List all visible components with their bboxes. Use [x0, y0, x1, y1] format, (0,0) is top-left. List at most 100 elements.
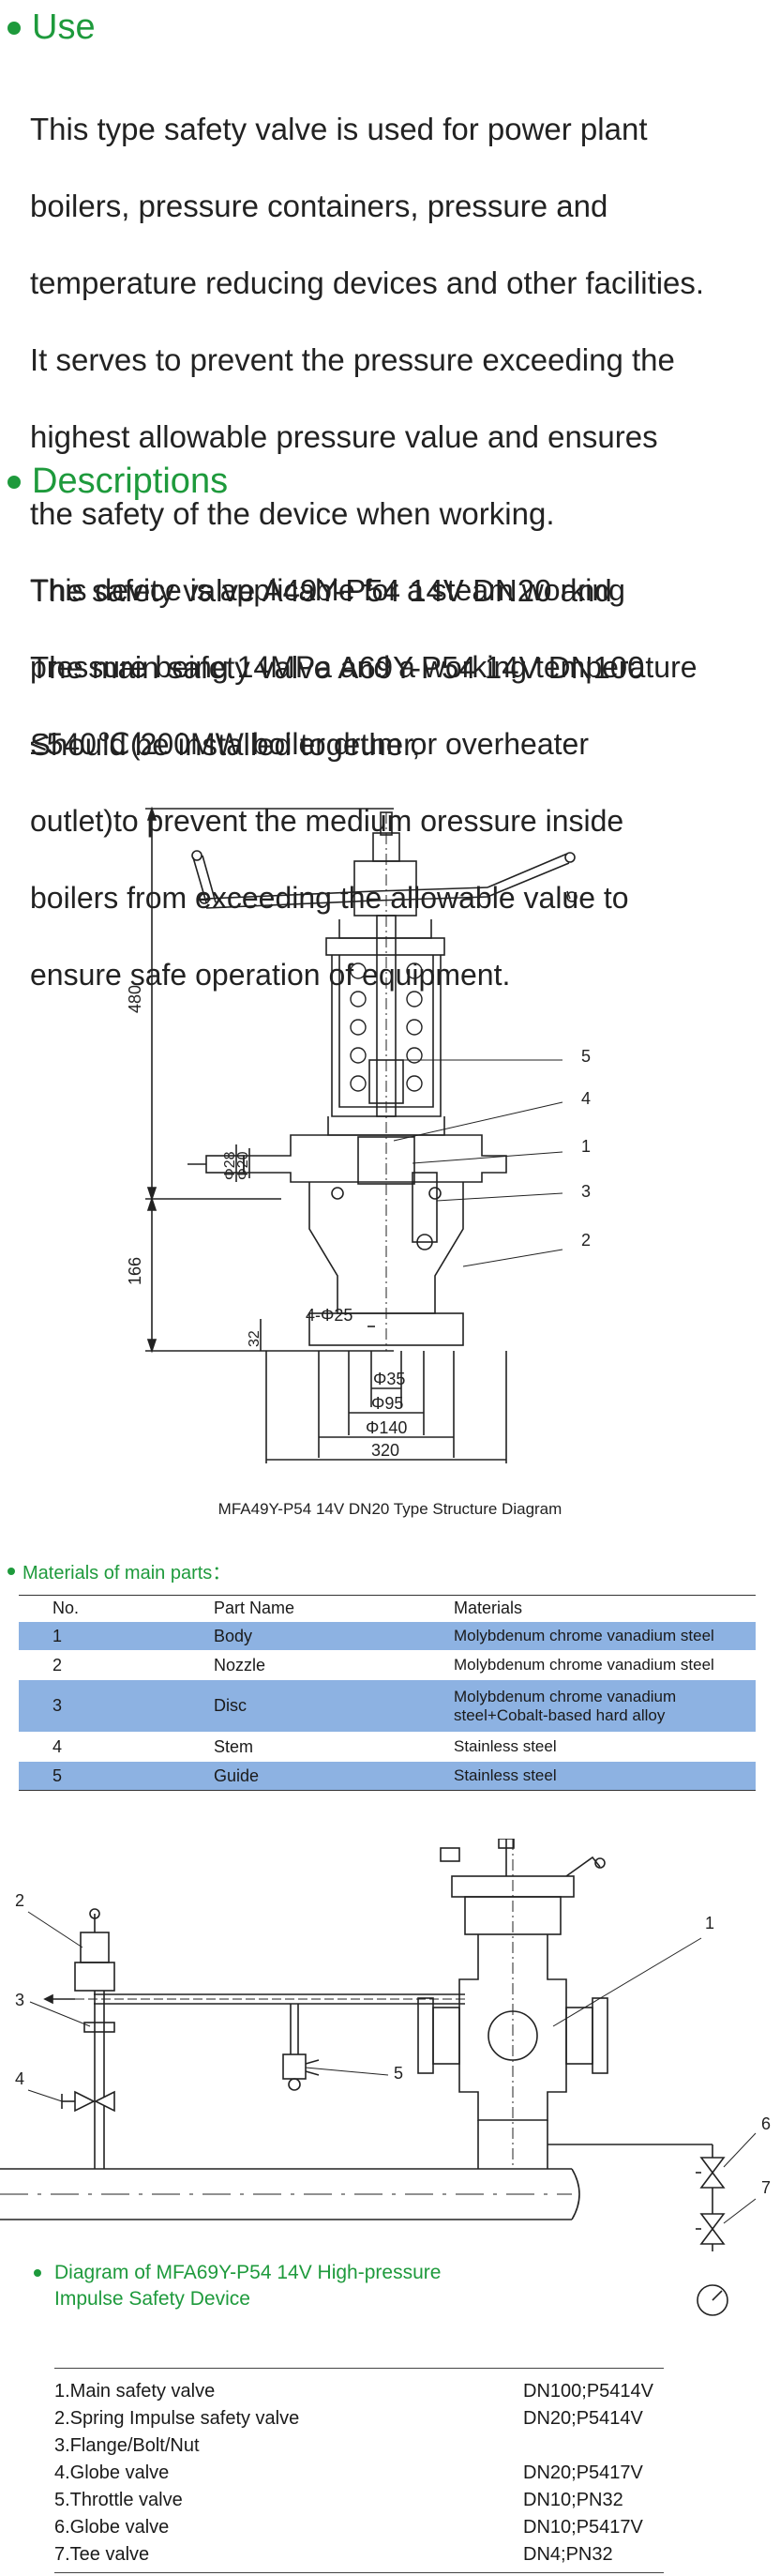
legend-item: 1.Main safety valve [54, 2381, 216, 2402]
cell-material: Molybdenum chrome vanadium steel [454, 1627, 714, 1644]
table-row: 5 Guide Stainless steel [19, 1761, 756, 1791]
use-paragraph: This type safety valve is used for power… [30, 71, 780, 802]
cell-part: Disc [214, 1696, 247, 1715]
legend-spec: DN100;P5414V [523, 2381, 653, 2402]
descriptions-heading-text: Descriptions [32, 462, 229, 501]
impulse-caption-line2: Impulse Safety Device [54, 2288, 250, 2310]
dim-320-label: 320 [371, 1441, 399, 1460]
component-legend: 1.Main safety valve DN100;P5414V 2.Sprin… [54, 2368, 664, 2573]
descriptions-line: This device is applicable for a steam wo… [30, 573, 625, 607]
table-row: 3 Disc Molybdenum chrome vanadium steel+… [19, 1679, 756, 1733]
impulse-callout-1: 1 [705, 1914, 714, 1932]
cell-material: Stainless steel [454, 1766, 557, 1784]
cell-no: 1 [52, 1626, 63, 1645]
descriptions-heading: Descriptions [8, 462, 228, 502]
dim-phi35-label: Φ35 [373, 1370, 405, 1388]
callout-1: 1 [581, 1137, 591, 1156]
dim-phi95-label: Φ95 [371, 1394, 403, 1413]
use-line: This type safety valve is used for power… [30, 112, 648, 146]
list-item: 6.Globe valve DN10;P5417V [54, 2514, 664, 2541]
impulse-caption-line1: Diagram of MFA69Y-P54 14V High-pressure [54, 2262, 442, 2283]
dim-phi140-label: Φ140 [366, 1418, 407, 1437]
use-line: boilers, pressure containers, pressure a… [30, 189, 608, 223]
impulse-callout-5: 5 [394, 2064, 403, 2083]
cell-part: Nozzle [214, 1655, 266, 1674]
cell-no: 5 [52, 1765, 63, 1785]
structure-diagram-caption: MFA49Y-P54 14V DN20 Type Structure Diagr… [218, 1500, 562, 1518]
cell-part: Body [214, 1626, 253, 1645]
materials-title: Materials of main parts： [8, 1557, 231, 1584]
dim-holes-label: 4-Φ25 [306, 1306, 352, 1325]
list-item: 3.Flange/Bolt/Nut [54, 2432, 664, 2460]
legend-item: 5.Throttle valve [54, 2490, 183, 2510]
dim-480-label: 480 [126, 985, 144, 1013]
use-line: Should be installed together, [30, 727, 421, 762]
cell-part: Stem [214, 1736, 254, 1756]
legend-item: 4.Globe valve [54, 2462, 170, 2483]
impulse-callout-3: 3 [15, 1991, 24, 2009]
use-heading: Use [8, 8, 96, 48]
descriptions-line: pressure being 14MPa and a working tempe… [30, 650, 698, 684]
table-row: 4 Stem Stainless steel [19, 1732, 756, 1762]
col-header-materials: Materials [454, 1599, 523, 1617]
col-header-part: Part Name [214, 1599, 295, 1617]
callout-2: 2 [581, 1231, 591, 1250]
list-item: 4.Globe valve DN20;P5417V [54, 2460, 664, 2487]
legend-item: 2.Spring Impulse safety valve [54, 2408, 300, 2429]
table-header-row: No. Part Name Materials [19, 1595, 756, 1622]
use-line: It serves to prevent the pressure exceed… [30, 342, 675, 377]
legend-spec: DN4;PN32 [523, 2544, 613, 2565]
descriptions-line: ≤540℃(200MW boiler drum or overheater [30, 727, 589, 761]
dim-32-label: 32 [247, 1330, 262, 1347]
impulse-device-diagram: 1 2 3 4 5 6 7 [0, 1839, 771, 2251]
bullet-dot-icon [8, 21, 21, 35]
materials-table: No. Part Name Materials 1 Body Molybdenu… [19, 1595, 756, 1791]
bullet-dot-icon [8, 475, 21, 489]
pressure-gauge-icon [697, 2284, 728, 2316]
legend-spec: DN20;P5417V [523, 2462, 643, 2483]
callout-3: 3 [581, 1182, 591, 1201]
legend-spec: DN10;P5417V [523, 2517, 643, 2538]
use-heading-text: Use [32, 8, 96, 47]
use-line: highest allowable pressure value and ens… [30, 419, 658, 454]
dim-phi20-label: Φ20 [235, 1151, 251, 1180]
cell-material-line2: steel+Cobalt-based hard alloy [454, 1705, 666, 1724]
table-row: 2 Nozzle Molybdenum chrome vanadium stee… [19, 1650, 756, 1680]
impulse-callout-6: 6 [761, 2114, 771, 2133]
legend-spec: DN10;PN32 [523, 2490, 623, 2510]
list-item: 5.Throttle valve DN10;PN32 [54, 2487, 664, 2514]
use-line: The safety valve A49Y-P54 14V DN20 and [30, 573, 612, 608]
cell-material: Molybdenum chrome vanadium steel+Cobalt-… [446, 1680, 756, 1733]
cell-material: Stainless steel [454, 1737, 557, 1755]
callout-5: 5 [581, 1047, 591, 1066]
use-line: the safety of the device when working. [30, 496, 555, 531]
impulse-diagram-caption: Diagram of MFA69Y-P54 14V High-pressure … [34, 2260, 441, 2312]
col-header-no: No. [52, 1599, 80, 1617]
cell-no: 2 [52, 1655, 63, 1674]
legend-item: 6.Globe valve [54, 2517, 170, 2538]
legend-spec [523, 2432, 664, 2460]
descriptions-line: outlet)to prevent the medium oressure in… [30, 804, 624, 838]
table-row: 1 Body Molybdenum chrome vanadium steel [19, 1621, 756, 1651]
list-item: 2.Spring Impulse safety valve DN20;P5414… [54, 2405, 664, 2432]
use-line: temperature reducing devices and other f… [30, 265, 705, 300]
dim-phi28-label: Φ28 [222, 1151, 238, 1180]
cell-material-line1: Molybdenum chrome vanadium [454, 1687, 677, 1705]
structure-diagram: 480 166 Φ28 Φ20 32 4-Φ25 [126, 806, 591, 1463]
impulse-callout-2: 2 [15, 1891, 24, 1910]
legend-item: 7.Tee valve [54, 2544, 150, 2565]
list-item: 1.Main safety valve DN100;P5414V [54, 2378, 664, 2405]
cell-part: Guide [214, 1765, 260, 1785]
use-line: The main safety valve A69Y-P54 14V DN100 [30, 650, 645, 685]
cell-material: Molybdenum chrome vanadium steel [454, 1656, 714, 1674]
cell-no: 4 [52, 1736, 63, 1756]
callout-4: 4 [581, 1089, 591, 1108]
bullet-dot-icon [34, 2269, 41, 2277]
impulse-callout-7: 7 [761, 2178, 771, 2197]
impulse-callout-4: 4 [15, 2069, 24, 2088]
dim-166-label: 166 [126, 1257, 144, 1285]
bullet-dot-icon [8, 1567, 15, 1575]
descriptions-paragraph: This device is applicable for a steam wo… [30, 533, 780, 1033]
legend-spec: DN20;P5414V [523, 2408, 643, 2429]
descriptions-line: boilers from exceeding the allowable val… [30, 881, 629, 915]
